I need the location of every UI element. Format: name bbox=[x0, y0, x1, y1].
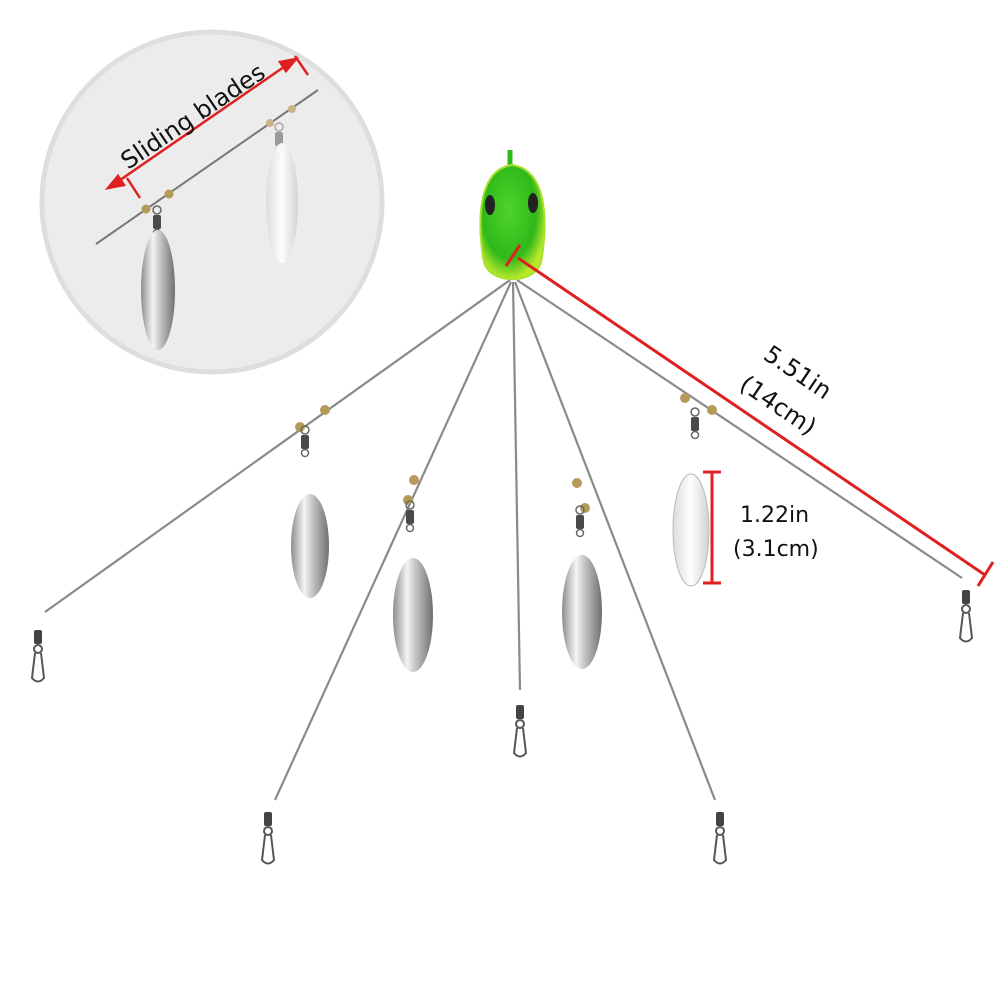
blade-length-metric: (3.1cm) bbox=[733, 537, 819, 562]
sliding-blades-inset: Sliding blades bbox=[39, 29, 385, 375]
sliding-range-arrow bbox=[104, 55, 310, 199]
lure-head bbox=[479, 150, 546, 281]
spinner-blades bbox=[291, 407, 710, 672]
rig-arms bbox=[44, 279, 963, 801]
beads bbox=[295, 393, 717, 513]
blade-length-imperial: 1.22in bbox=[740, 503, 809, 528]
blade-length-measure bbox=[703, 470, 721, 585]
snap-swivels bbox=[31, 589, 973, 865]
arm-length-measure bbox=[504, 244, 995, 587]
